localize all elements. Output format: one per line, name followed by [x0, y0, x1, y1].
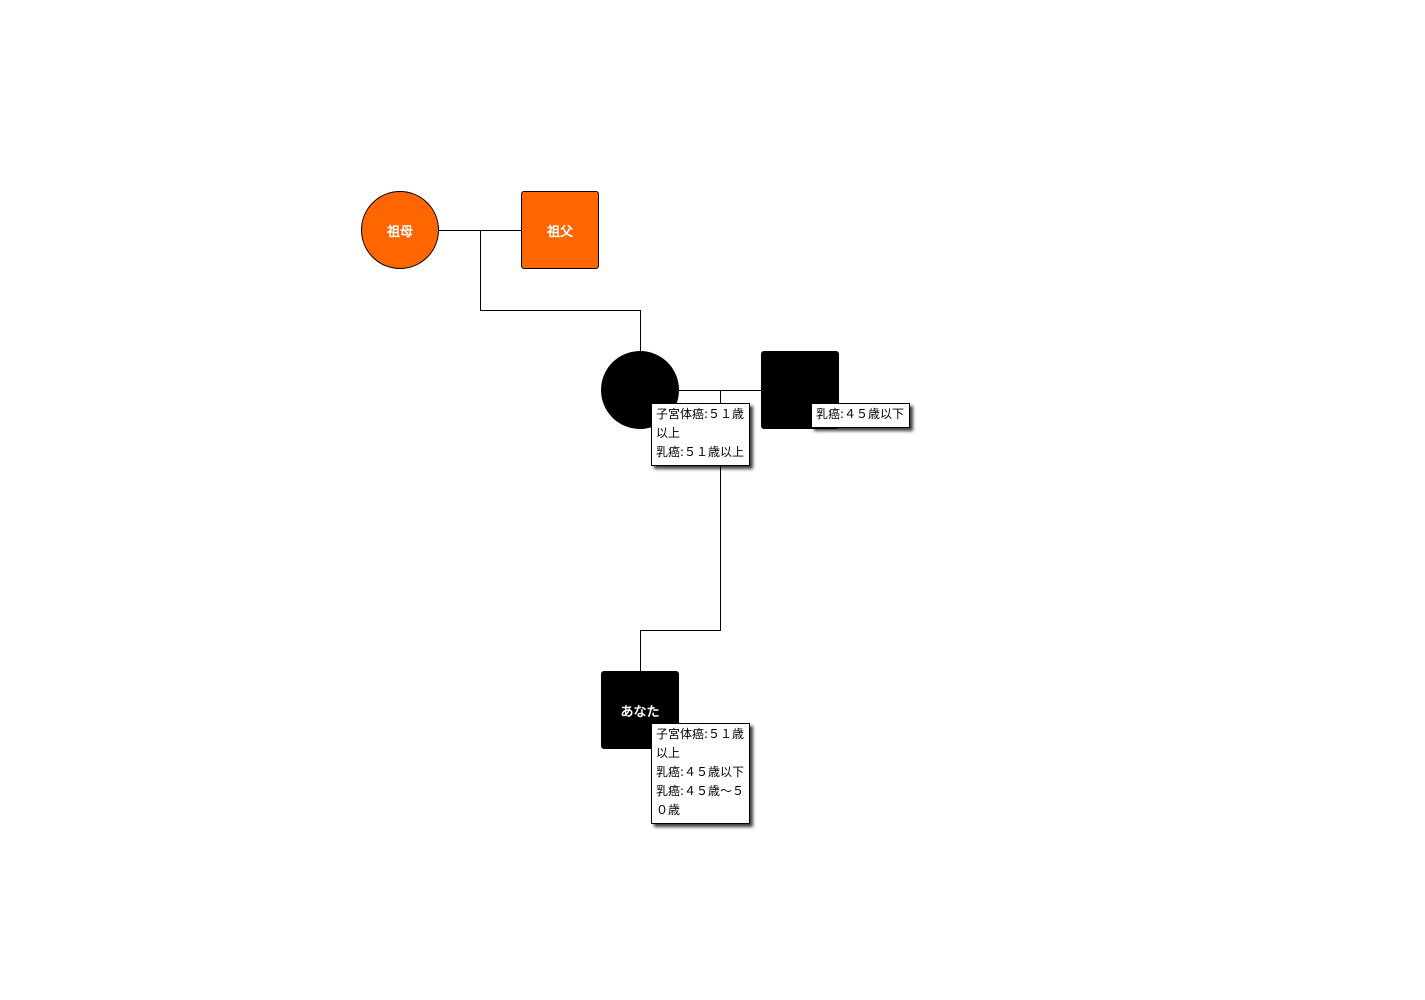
you-condition: 乳癌:４５歳〜５０歳 [656, 784, 745, 817]
you-condition: 子宮体癌:５１歳以上 [656, 727, 745, 760]
grandfather-name: 祖父 [546, 224, 573, 240]
grandmother-node[interactable]: 祖母 [361, 191, 439, 269]
father-conditions-label: 乳癌:４５歳以下 [811, 403, 910, 428]
you-conditions-label: 子宮体癌:５１歳以上 乳癌:４５歳以下 乳癌:４５歳〜５０歳 [651, 723, 750, 824]
mother-condition: 子宮体癌:５１歳以上 [656, 407, 745, 440]
you-name: あなた [620, 704, 660, 720]
father-condition: 乳癌:４５歳以下 [816, 407, 905, 421]
grandmother-name: 祖母 [386, 224, 413, 240]
grandfather-node[interactable]: 祖父 [521, 191, 599, 269]
grandparents-descent-line [480, 230, 641, 351]
mother-conditions-label: 子宮体癌:５１歳以上 乳癌:５１歳以上 [651, 403, 750, 466]
mother-condition: 乳癌:５１歳以上 [656, 445, 745, 459]
you-condition: 乳癌:４５歳以下 [656, 765, 745, 779]
parents-descent-line [640, 390, 721, 671]
